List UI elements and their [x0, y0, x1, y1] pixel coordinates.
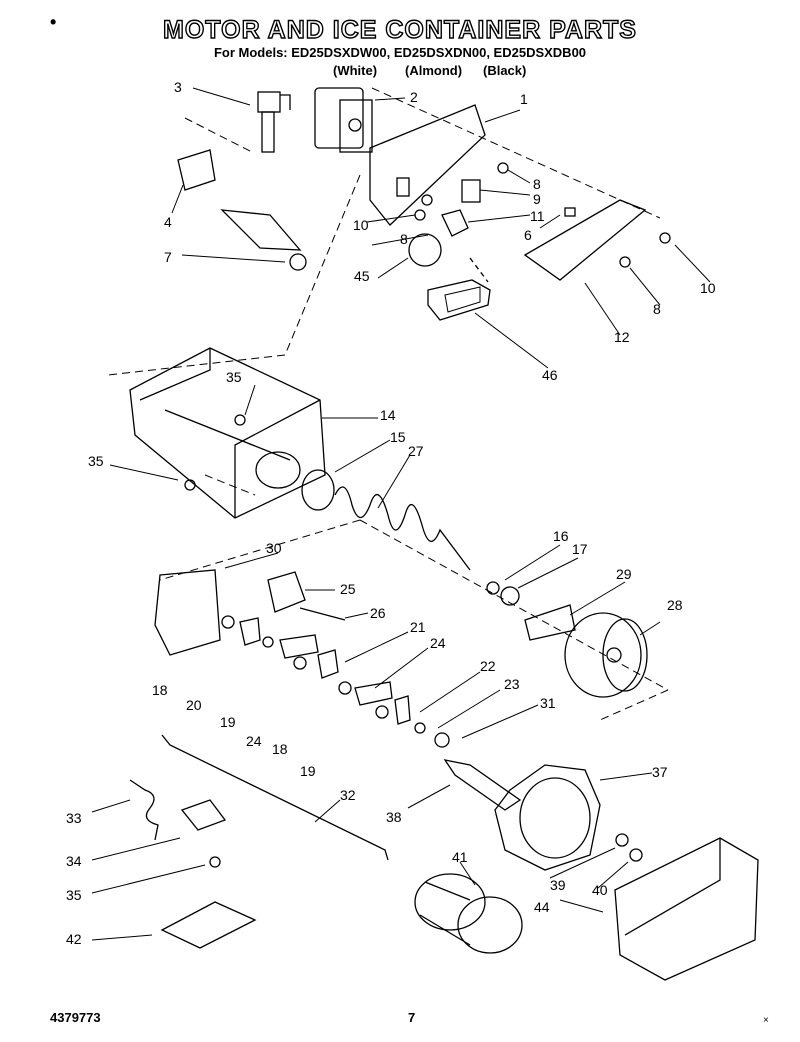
light-shield-part: [427, 257, 491, 321]
auger-motor-part: [314, 87, 373, 153]
nut-part: [500, 586, 520, 606]
callout-1: 1: [520, 91, 528, 107]
crusher-plate-part: [154, 569, 221, 656]
leader-lines: [91, 87, 711, 941]
callout-28: 28: [667, 597, 683, 613]
color-black: (Black): [483, 63, 527, 78]
callout-6: 6: [524, 227, 532, 243]
callout-38: 38: [386, 809, 402, 825]
washer-part: [615, 833, 629, 847]
callout-4: 4: [164, 214, 172, 230]
callout-25: 25: [340, 581, 356, 597]
callout-10: 10: [700, 280, 716, 296]
callout-21: 21: [410, 619, 426, 635]
callout-26: 26: [370, 605, 386, 621]
callout-18: 18: [152, 682, 168, 698]
motor-mount-plate-part: [369, 104, 486, 226]
lamp-socket-part: [441, 209, 469, 237]
corner-mark: •: [50, 12, 57, 32]
bracket-part: [180, 799, 227, 831]
callout-24: 24: [246, 733, 262, 749]
model-list: For Models: ED25DSXDW00, ED25DSXDN00, ED…: [213, 45, 587, 60]
coupling-part: [414, 873, 523, 954]
callout-42: 42: [66, 931, 82, 947]
callout-labels: 3 2 1 4 7 8 9 10 11 6 8 45 10 8 12 46 35…: [66, 79, 716, 947]
callout-14: 14: [380, 407, 396, 423]
assembly-dash-lines: [107, 87, 669, 721]
switch-bracket-part: [257, 91, 291, 153]
callout-10: 10: [353, 217, 369, 233]
blade-part: [267, 571, 306, 613]
callout-16: 16: [553, 528, 569, 544]
callout-45: 45: [354, 268, 370, 284]
callout-37: 37: [652, 764, 668, 780]
gear-housing-part: [494, 764, 601, 871]
clip-part: [461, 179, 481, 203]
callout-8: 8: [533, 176, 541, 192]
rod-part: [161, 734, 389, 861]
washer-part: [486, 581, 500, 595]
callout-27: 27: [408, 443, 424, 459]
callout-12: 12: [614, 329, 630, 345]
callout-30: 30: [266, 540, 282, 556]
screw-parts: [184, 162, 671, 868]
light-bulb-part: [408, 233, 442, 267]
lever-part: [443, 759, 522, 811]
callout-41: 41: [452, 849, 468, 865]
callout-39: 39: [550, 877, 566, 893]
part-number: 4379773: [50, 1010, 101, 1025]
callout-15: 15: [390, 429, 406, 445]
callout-35: 35: [88, 453, 104, 469]
callout-17: 17: [572, 541, 588, 557]
callout-19: 19: [300, 763, 316, 779]
callout-35: 35: [226, 369, 242, 385]
callout-9: 9: [533, 191, 541, 207]
callout-34: 34: [66, 853, 82, 869]
cover-plate-part: [160, 901, 257, 949]
shaft-part: [299, 607, 346, 621]
callout-29: 29: [616, 566, 632, 582]
callout-11: 11: [530, 208, 545, 224]
motor-cover-part: [614, 837, 759, 981]
color-white: (White): [333, 63, 378, 78]
callout-35: 35: [66, 887, 82, 903]
actuator-arm-part: [220, 209, 307, 271]
drive-wheel-part: [564, 612, 648, 698]
bracket-part: [177, 149, 216, 191]
crusher-blade-stack: [221, 615, 450, 748]
auger-spring-part: [334, 486, 471, 571]
spring-part: [129, 779, 159, 841]
page-title: MOTOR AND ICE CONTAINER PARTS: [162, 15, 637, 44]
callout-40: 40: [592, 882, 608, 898]
page-number: 7: [408, 1010, 416, 1025]
callout-46: 46: [542, 367, 558, 383]
retainer-part: [524, 604, 576, 641]
callout-33: 33: [66, 810, 82, 826]
callout-7: 7: [164, 249, 172, 265]
callout-8: 8: [653, 301, 661, 317]
seal-part: [301, 469, 335, 511]
callout-44: 44: [534, 899, 550, 915]
callout-24: 24: [430, 635, 446, 651]
callout-23: 23: [504, 676, 520, 692]
color-almond: (Almond): [405, 63, 463, 78]
callout-8: 8: [400, 231, 408, 247]
callout-20: 20: [186, 697, 202, 713]
callout-32: 32: [340, 787, 356, 803]
callout-22: 22: [480, 658, 496, 674]
callout-18: 18: [272, 741, 288, 757]
washer-part: [629, 848, 643, 862]
corner-mark: ×: [763, 1015, 769, 1026]
cover-bar-part: [523, 199, 647, 281]
callout-2: 2: [410, 89, 418, 105]
callout-3: 3: [174, 79, 182, 95]
callout-19: 19: [220, 714, 236, 730]
ice-container-housing-part: [129, 347, 326, 519]
callout-31: 31: [540, 695, 556, 711]
